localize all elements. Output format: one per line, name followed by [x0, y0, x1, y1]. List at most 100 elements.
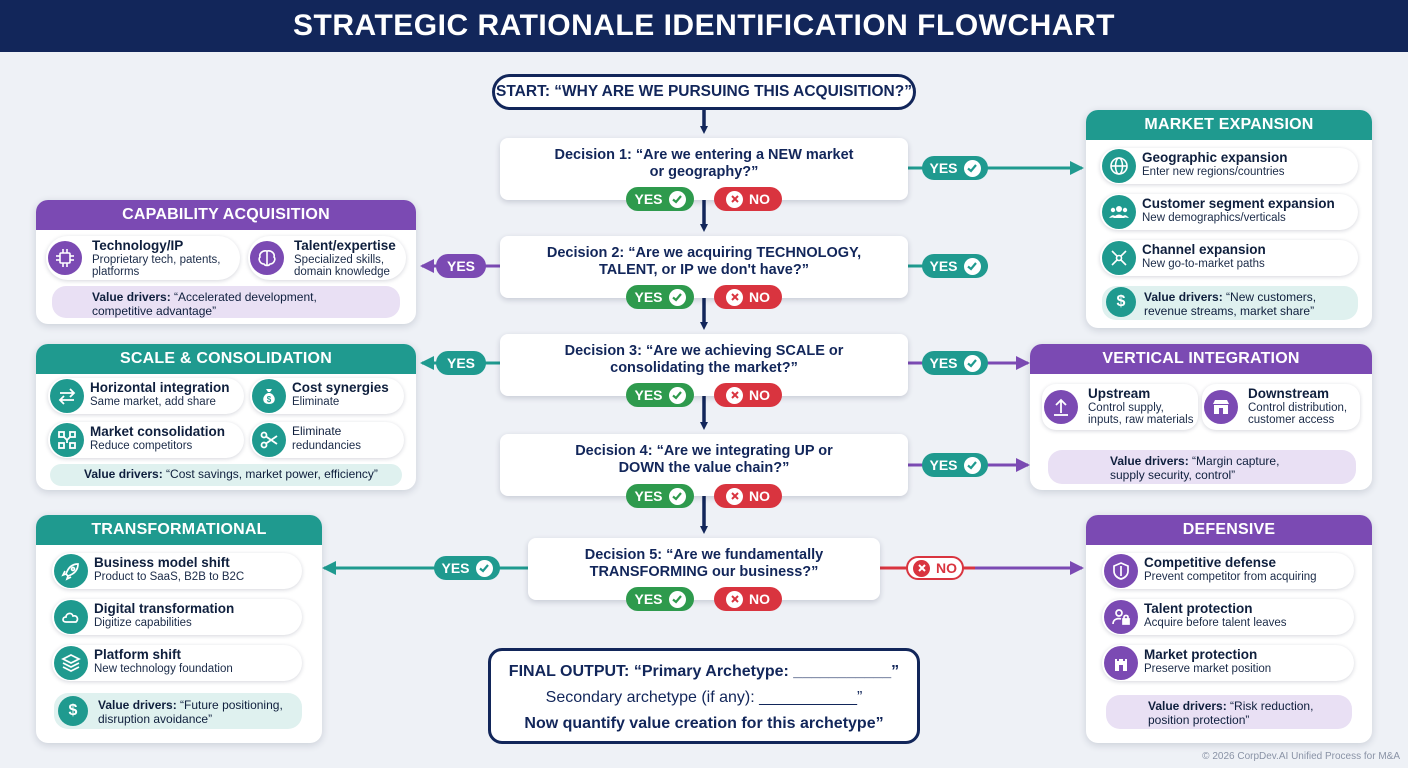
- decision-5-line2: TRANSFORMING our business?”: [589, 564, 819, 580]
- dollar-icon: $: [58, 696, 88, 726]
- cloud-icon: [54, 600, 88, 634]
- item-subtitle: Product to SaaS, B2B to B2C: [94, 571, 245, 583]
- vertical-integration-title: VERTICAL INTEGRATION: [1030, 344, 1372, 374]
- x-icon: [726, 288, 743, 306]
- decision-1-line2: or geography?”: [649, 164, 759, 180]
- check-icon: [963, 159, 981, 177]
- globe-icon: [1102, 149, 1136, 183]
- decision-5-yes-pill: YES: [626, 587, 694, 611]
- item-subtitle-1: Proprietary tech, patents,: [92, 254, 221, 266]
- decision-4-yes-pill: YES: [626, 484, 694, 508]
- list-item-horizontal-integration: Horizontal integration Same market, add …: [48, 378, 244, 414]
- user-lock-icon: [1104, 600, 1138, 634]
- check-icon: [668, 386, 686, 404]
- final-output-box: FINAL OUTPUT: “Primary Archetype: ______…: [488, 648, 920, 744]
- check-icon: [668, 487, 686, 505]
- item-subtitle: Prevent competitor from acquiring: [1144, 571, 1317, 583]
- item-subtitle: Proprietary tech, patents, platforms: [92, 254, 220, 278]
- item-title: Eliminate: [292, 424, 342, 438]
- merge-icon: [50, 423, 84, 457]
- item-title: Cost synergies: [292, 380, 389, 395]
- defensive-title: DEFENSIVE: [1086, 515, 1372, 545]
- decision-2-yes-pill: YES: [626, 285, 694, 309]
- x-icon: [726, 190, 743, 208]
- value-drivers: Value drivers: “Risk reduction, position…: [1106, 695, 1352, 729]
- item-title: Digital transformation: [94, 601, 235, 616]
- d3-yes-right-pill: YES: [922, 351, 988, 375]
- value-drivers-label: Value drivers:: [98, 698, 177, 712]
- transformational-panel: TRANSFORMATIONAL Business model shift Pr…: [36, 515, 322, 743]
- list-item-eliminate-redundancies: Eliminate redundancies: [250, 422, 404, 458]
- item-title: Customer segment expansion: [1142, 196, 1335, 211]
- item-subtitle: New demographics/verticals: [1142, 212, 1286, 224]
- x-icon: [726, 386, 743, 404]
- yes-label: YES: [634, 591, 663, 607]
- item-title: Technology/IP: [92, 238, 184, 253]
- value-drivers-label: Value drivers:: [92, 290, 171, 304]
- decision-3-line2: consolidating the market?”: [610, 360, 798, 376]
- list-item-business-model-shift: Business model shift Product to SaaS, B2…: [52, 553, 302, 589]
- value-drivers: Value drivers: “Margin capture, supply s…: [1048, 450, 1356, 484]
- d2-yes-right-pill: YES: [922, 254, 988, 278]
- value-drivers-text-2: competitive advantage”: [92, 304, 217, 318]
- item-title: Downstream: [1248, 386, 1330, 401]
- item-subtitle: New technology foundation: [94, 663, 233, 675]
- market-expansion-panel: MARKET EXPANSION Geographic expansion En…: [1086, 110, 1372, 328]
- brain-icon: [250, 241, 284, 275]
- value-drivers-text-1: “Risk reduction,: [1226, 699, 1314, 713]
- no-label: NO: [749, 289, 770, 305]
- item-subtitle: Preserve market position: [1144, 663, 1272, 675]
- item-subtitle: Specialized skills, domain knowledge: [294, 254, 390, 278]
- decision-1: Decision 1: “Are we entering a NEW marke…: [500, 138, 908, 200]
- list-item-upstream: Upstream Control supply, inputs, raw mat…: [1042, 384, 1198, 430]
- scale-consolidation-title: SCALE & CONSOLIDATION: [36, 344, 416, 374]
- yes-label: YES: [446, 355, 475, 371]
- transformational-title: TRANSFORMATIONAL: [36, 515, 322, 545]
- value-drivers-text-2: position protection”: [1148, 713, 1250, 727]
- check-icon: [963, 456, 981, 474]
- castle-icon: [1104, 646, 1138, 680]
- value-drivers: $ Value drivers: “New customers, revenue…: [1102, 286, 1358, 320]
- check-icon: [668, 590, 686, 608]
- x-icon: [726, 487, 743, 505]
- item-subtitle: Reduce competitors: [90, 440, 193, 452]
- item-title: Market protection: [1144, 647, 1258, 662]
- start-node: START: “WHY ARE WE PURSUING THIS ACQUISI…: [492, 74, 916, 110]
- list-item-technology-ip: Technology/IP Proprietary tech, patents,…: [46, 236, 240, 280]
- copyright-footer: © 2026 CorpDev.AI Unified Process for M&…: [1202, 751, 1400, 762]
- decision-1-line1: Decision 1: “Are we entering a NEW marke…: [554, 147, 854, 163]
- yes-label: YES: [929, 355, 958, 371]
- decision-2: Decision 2: “Are we acquiring TECHNOLOGY…: [500, 236, 908, 298]
- item-subtitle: Acquire before talent leaves: [1144, 617, 1287, 629]
- decision-5-line1: Decision 5: “Are we fundamentally: [584, 547, 824, 563]
- value-drivers-text-2: revenue streams, market share”: [1144, 304, 1315, 318]
- shield-icon: [1104, 554, 1138, 588]
- page-title: STRATEGIC RATIONALE IDENTIFICATION FLOWC…: [293, 9, 1115, 42]
- item-title: Market consolidation: [90, 424, 226, 439]
- item-subtitle-1: Control supply,: [1088, 402, 1164, 414]
- store-icon: [1204, 390, 1238, 424]
- list-item-market-consolidation: Market consolidation Reduce competitors: [48, 422, 244, 458]
- item-subtitle-2: customer access: [1248, 414, 1335, 426]
- arrows-icon: [50, 379, 84, 413]
- decision-2-no-pill: NO: [714, 285, 782, 309]
- yes-label: YES: [929, 457, 958, 473]
- d4-yes-right-pill: YES: [922, 453, 988, 477]
- item-subtitle: Eliminate: [292, 396, 340, 408]
- yes-label: YES: [634, 191, 663, 207]
- d2-yes-left-pill: YES: [436, 254, 486, 278]
- vertical-integration-panel: VERTICAL INTEGRATION Upstream Control su…: [1030, 344, 1372, 490]
- decision-4-line2: DOWN the value chain?”: [618, 460, 790, 476]
- rocket-icon: [54, 554, 88, 588]
- item-title: Platform shift: [94, 647, 182, 662]
- item-subtitle: Control distribution, customer access: [1248, 402, 1347, 426]
- decision-3-line1: Decision 3: “Are we achieving SCALE or: [564, 343, 844, 359]
- value-drivers-text-1: “Future positioning,: [176, 698, 283, 712]
- decision-4-no-pill: NO: [714, 484, 782, 508]
- decision-3-no-pill: NO: [714, 383, 782, 407]
- check-icon: [668, 288, 686, 306]
- no-label: NO: [749, 488, 770, 504]
